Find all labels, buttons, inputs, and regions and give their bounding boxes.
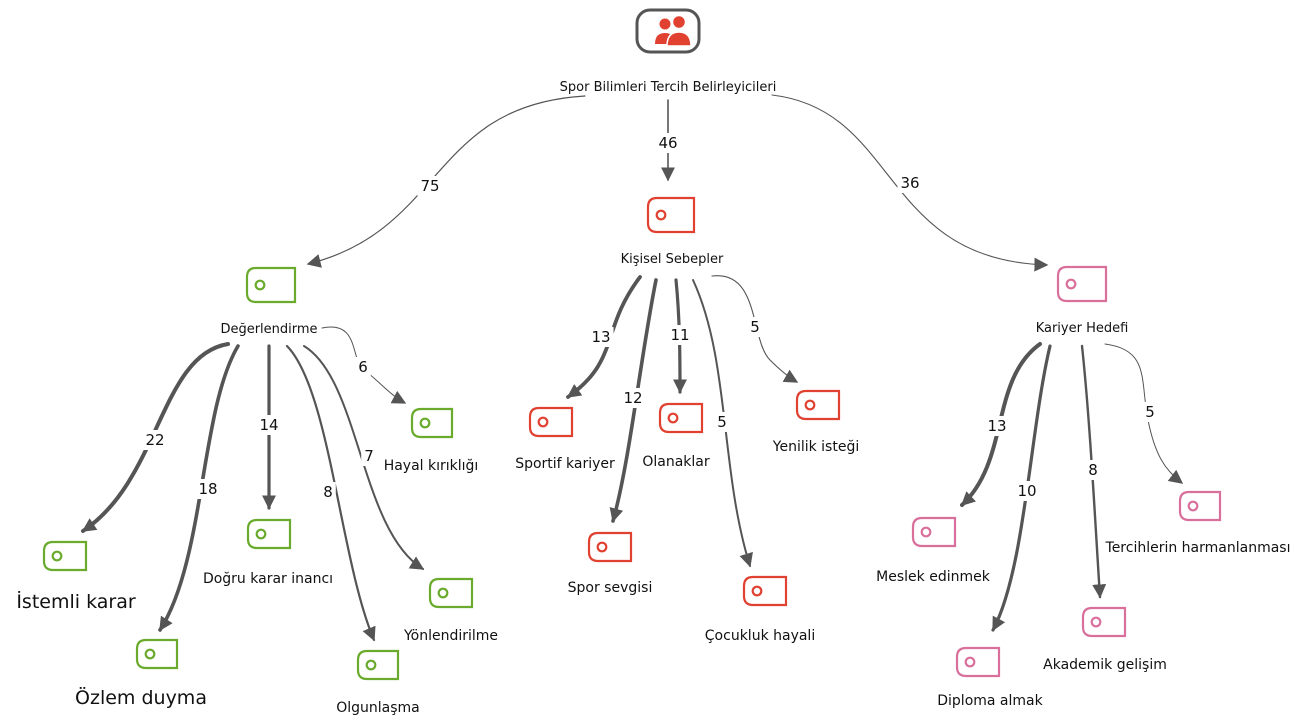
edge-count-akademik-gelisim: 8 [1088, 461, 1098, 479]
edge-count-kariyer-hedefi: 36 [900, 174, 919, 192]
edge-kisisel-sebepler-yenilik-istegi [711, 275, 799, 383]
node-degerlendirme[interactable] [245, 266, 297, 304]
edge-degerlendirme-yonlendirilme [303, 345, 425, 570]
edge-count-yenilik-istegi: 5 [750, 318, 760, 336]
code-circle-icon [751, 585, 763, 597]
code-circle-icon [51, 550, 63, 562]
label-kisisel-sebepler: Kişisel Sebepler [621, 252, 724, 267]
label-tercihlerin-harmanlanmasi: Tercihlerin harmanlanması [1105, 540, 1291, 556]
edge-count-meslek-edinmek: 13 [987, 417, 1006, 435]
root-node[interactable] [635, 8, 701, 54]
code-circle-icon [804, 399, 816, 411]
node-olanaklar[interactable] [658, 402, 704, 434]
code-circle-icon [1090, 616, 1102, 628]
code-circle-icon [655, 209, 667, 221]
edge-count-olanaklar: 11 [670, 326, 689, 344]
code-circle-icon [144, 648, 156, 660]
label-spor-sevgisi: Spor sevgisi [568, 580, 653, 596]
code-circle-icon [1187, 500, 1199, 512]
edge-count-diploma-almak: 10 [1017, 482, 1036, 500]
label-olgunlasma: Olgunlaşma [336, 700, 420, 716]
node-cocukluk-hayali[interactable] [742, 575, 788, 607]
label-akademik-gelisim: Akademik gelişim [1043, 657, 1167, 673]
edge-count-hayal-kirikligi: 6 [358, 358, 368, 376]
edge-root-degerlendirme [306, 95, 586, 268]
edge-count-cocukluk-hayali: 5 [717, 413, 727, 431]
people-icon [655, 14, 692, 47]
node-diploma-almak[interactable] [955, 646, 1001, 678]
label-hayal-kirikligi: Hayal kırıklığı [384, 458, 479, 474]
node-hayal-kirikligi[interactable] [410, 407, 454, 439]
node-spor-sevgisi[interactable] [587, 531, 633, 563]
edge-count-olgunlasma: 8 [323, 483, 333, 501]
code-circle-icon [537, 416, 549, 428]
code-circle-icon [964, 656, 976, 668]
code-circle-icon [365, 659, 377, 671]
edge-count-dogru-karar-inanci: 14 [259, 416, 278, 434]
label-dogru-karar-inanci: Doğru karar inancı [203, 571, 333, 587]
code-circle-icon [920, 526, 932, 538]
label-yenilik-istegi: Yenilik isteği [772, 439, 859, 455]
edge-count-degerlendirme: 75 [420, 177, 439, 195]
edge-degerlendirme-olgunlasma [285, 344, 376, 642]
label-meslek-edinmek: Meslek edinmek [876, 569, 991, 585]
edge-count-spor-sevgisi: 12 [623, 389, 642, 407]
node-kariyer-hedefi[interactable] [1056, 265, 1108, 303]
label-sportif-kariyer: Sportif kariyer [515, 456, 615, 472]
root-label: Spor Bilimleri Tercih Belirleyicileri [560, 80, 777, 95]
edge-count-ozlem-duyma: 18 [198, 480, 217, 498]
code-circle-icon [437, 587, 449, 599]
label-cocukluk-hayali: Çocukluk hayali [705, 628, 815, 644]
label-degerlendirme: Değerlendirme [220, 322, 317, 337]
edge-count-yonlendirilme: 7 [364, 447, 374, 465]
label-i-stemli-karar: İstemli karar [16, 590, 136, 613]
edge-root-kariyer-hedefi [771, 94, 1049, 272]
label-diploma-almak: Diploma almak [937, 693, 1043, 709]
node-yenilik-istegi[interactable] [795, 389, 841, 421]
code-circle-icon [596, 541, 608, 553]
node-akademik-gelisim[interactable] [1081, 606, 1127, 638]
code-circle-icon [255, 528, 267, 540]
code-circle-icon [419, 417, 431, 429]
edge-count-kisisel-sebepler: 46 [658, 134, 677, 152]
edge-degerlendirme-i-stemli-karar [81, 342, 230, 533]
label-yonlendirilme: Yönlendirilme [403, 628, 498, 644]
edge-count-sportif-kariyer: 13 [591, 328, 610, 346]
label-olanaklar: Olanaklar [642, 454, 710, 470]
code-circle-icon [254, 279, 266, 291]
node-yonlendirilme[interactable] [428, 577, 474, 609]
node-dogru-karar-inanci[interactable] [246, 518, 292, 550]
edge-count-tercihlerin-harmanlanmasi: 5 [1145, 403, 1155, 421]
edge-count-i-stemli-karar: 22 [145, 431, 164, 449]
node-i-stemli-karar[interactable] [42, 540, 88, 572]
node-sportif-kariyer[interactable] [528, 406, 574, 438]
node-ozlem-duyma[interactable] [135, 638, 179, 670]
node-meslek-edinmek[interactable] [911, 516, 957, 548]
node-tercihlerin-harmanlanmasi[interactable] [1178, 490, 1222, 522]
code-circle-icon [667, 412, 679, 424]
code-circle-icon [1065, 278, 1077, 290]
node-olgunlasma[interactable] [356, 649, 400, 681]
label-kariyer-hedefi: Kariyer Hedefi [1036, 321, 1129, 336]
label-ozlem-duyma: Özlem duyma [75, 686, 207, 709]
node-kisisel-sebepler[interactable] [646, 196, 696, 234]
